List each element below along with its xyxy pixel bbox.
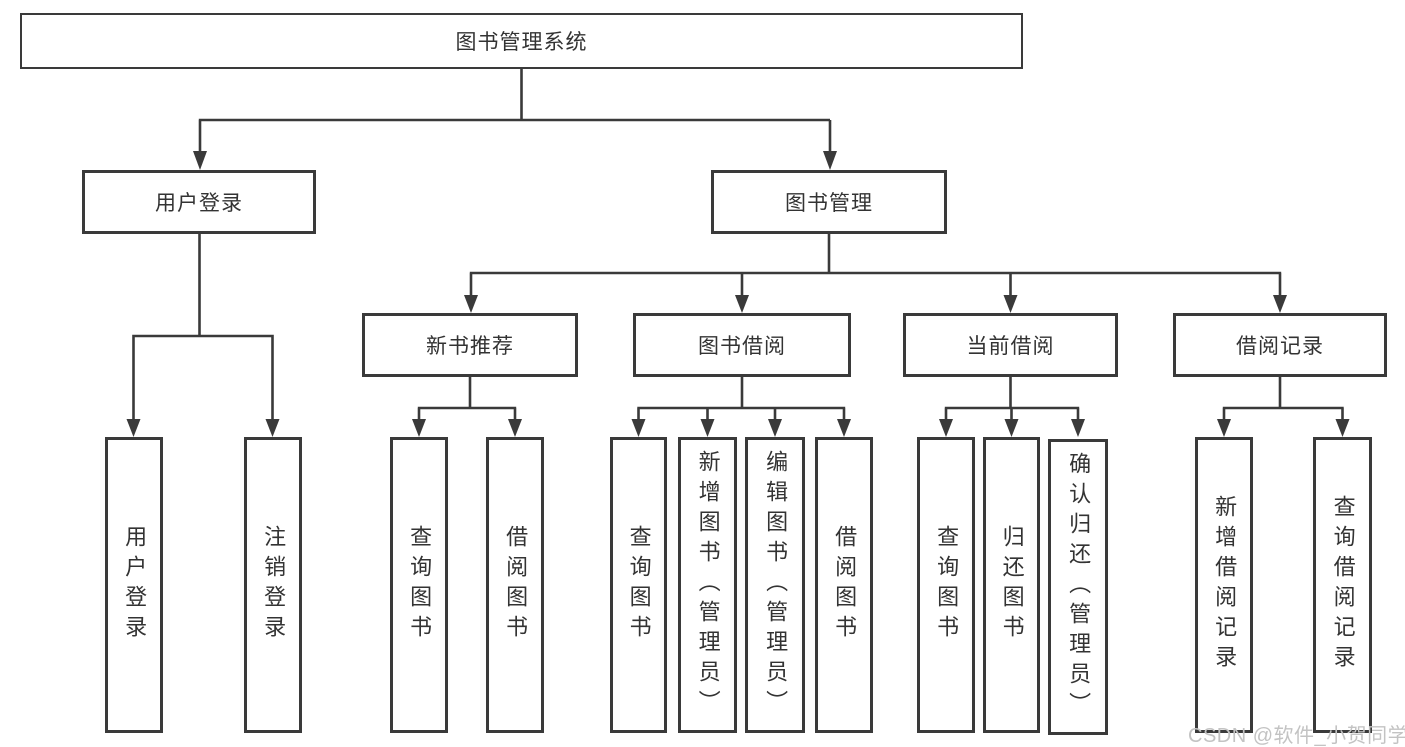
node-root-label: 图书管理系统 — [455, 31, 588, 54]
connector-book-management-to-level3 — [464, 234, 1287, 313]
node-borrow-records-label: 借阅记录 — [1236, 335, 1324, 358]
leaf-current-return-books-label: 归还图书 — [999, 525, 1025, 645]
leaf-records-query-borrow-record-label: 查询借阅记录 — [1330, 495, 1356, 675]
leaf-current-confirm-return-admin: 确认归还（管理员） — [1048, 439, 1108, 735]
connector-root-to-level2 — [193, 69, 837, 170]
csdn-watermark: CSDN @软件_小贺同学 — [1188, 725, 1405, 747]
node-book-borrow-label: 图书借阅 — [698, 335, 786, 358]
connector-user-login-to-children — [126, 234, 280, 437]
leaf-borrow-query-books-label: 查询图书 — [626, 525, 652, 645]
node-new-book-recommend-label: 新书推荐 — [426, 335, 514, 358]
leaf-logout-login-label: 注销登录 — [261, 525, 287, 645]
leaf-borrow-add-books-admin: 新增图书（管理员） — [678, 437, 737, 733]
leaf-current-query-books-label: 查询图书 — [934, 525, 960, 645]
node-current-borrow-label: 当前借阅 — [966, 335, 1055, 358]
leaf-newbook-borrow-books: 借阅图书 — [486, 437, 544, 733]
leaf-newbook-query-books: 查询图书 — [390, 437, 448, 733]
leaf-current-query-books: 查询图书 — [917, 437, 975, 733]
leaf-current-confirm-return-admin-label: 确认归还（管理员） — [1066, 452, 1092, 722]
node-root-library-system: 图书管理系统 — [20, 13, 1023, 69]
node-user-login: 用户登录 — [82, 170, 316, 234]
node-current-borrow: 当前借阅 — [903, 313, 1118, 377]
leaf-records-add-borrow-record: 新增借阅记录 — [1195, 437, 1253, 733]
leaf-current-return-books: 归还图书 — [983, 437, 1040, 733]
connector-current-borrow-to-children — [939, 377, 1085, 437]
connector-new-book-recommend-to-children — [412, 377, 522, 437]
node-book-borrow: 图书借阅 — [633, 313, 851, 377]
node-new-book-recommend: 新书推荐 — [362, 313, 578, 377]
node-user-login-label: 用户登录 — [155, 192, 243, 215]
leaf-borrow-query-books: 查询图书 — [610, 437, 667, 733]
connector-borrow-records-to-children — [1217, 377, 1350, 437]
leaf-borrow-borrow-books-label: 借阅图书 — [832, 525, 858, 645]
node-borrow-records: 借阅记录 — [1173, 313, 1387, 377]
leaf-records-add-borrow-record-label: 新增借阅记录 — [1212, 495, 1238, 675]
leaf-records-query-borrow-record: 查询借阅记录 — [1313, 437, 1372, 733]
leaf-borrow-edit-books-admin-label: 编辑图书（管理员） — [763, 450, 789, 720]
connector-book-borrow-to-children — [631, 377, 851, 437]
leaf-borrow-add-books-admin-label: 新增图书（管理员） — [695, 450, 721, 720]
leaf-user-login-label: 用户登录 — [122, 525, 148, 645]
leaf-newbook-query-books-label: 查询图书 — [407, 525, 433, 645]
leaf-borrow-edit-books-admin: 编辑图书（管理员） — [745, 437, 805, 733]
leaf-borrow-borrow-books: 借阅图书 — [815, 437, 873, 733]
leaf-logout-login: 注销登录 — [244, 437, 302, 733]
leaf-user-login: 用户登录 — [105, 437, 163, 733]
node-book-management-label: 图书管理 — [785, 192, 873, 215]
node-book-management: 图书管理 — [711, 170, 947, 234]
leaf-newbook-borrow-books-label: 借阅图书 — [503, 525, 529, 645]
